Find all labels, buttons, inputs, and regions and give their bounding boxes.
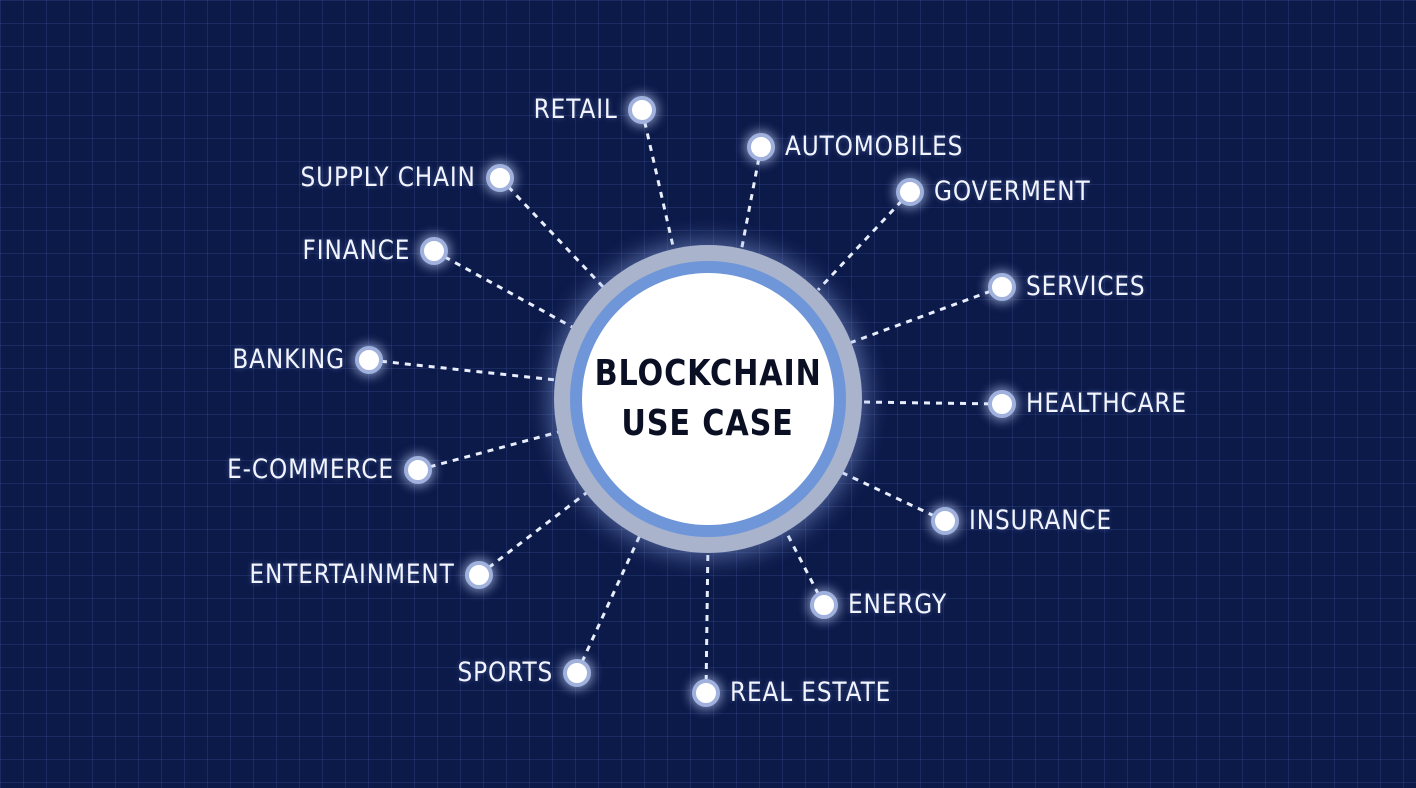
node-dot-supply-chain [486,164,514,192]
node-dot-real-estate [692,679,720,707]
node-dot-insurance [931,507,959,535]
connector-e-commerce [417,428,567,472]
node-label-banking: BANKING [232,344,345,375]
connector-insurance [827,464,946,523]
node-dot-sports [563,659,591,687]
connector-sports [575,521,648,674]
connector-finance [433,249,575,330]
connector-automobiles [736,146,763,269]
connector-retail [640,109,680,269]
hub-circle: BLOCKCHAIN USE CASE [582,273,834,525]
node-label-services: SERVICES [1026,271,1146,302]
connector-services [835,285,1003,350]
node-label-supply-chain: SUPPLY CHAIN [300,162,476,193]
node-label-sports: SPORTS [457,657,553,688]
connector-supply-chain [498,176,608,292]
node-dot-entertainment [465,561,493,589]
node-label-automobiles: AUTOMOBILES [785,131,964,162]
node-dot-retail [628,96,656,124]
node-label-e-commerce: E-COMMERCE [227,454,394,485]
hub-title-line-1: BLOCKCHAIN [594,353,822,394]
node-dot-energy [810,591,838,619]
node-label-retail: RETAIL [533,94,618,125]
node-label-entertainment: ENTERTAINMENT [249,559,455,590]
node-label-goverment: GOVERMENT [934,176,1091,207]
connector-entertainment [478,482,599,577]
node-label-insurance: INSURANCE [969,505,1113,536]
node-dot-services [988,273,1016,301]
node-label-real-estate: REAL ESTATE [730,677,892,708]
node-dot-e-commerce [404,456,432,484]
connector-healthcare [859,400,1003,406]
connector-goverment [816,190,912,292]
node-dot-goverment [896,178,924,206]
node-label-healthcare: HEALTHCARE [1026,388,1187,419]
connector-banking [368,358,557,382]
node-dot-banking [355,346,383,374]
connector-real-estate [704,541,710,694]
hub-title-line-2: USE CASE [621,403,795,444]
node-dot-finance [420,237,448,265]
node-dot-automobiles [747,133,775,161]
node-label-energy: ENERGY [848,589,948,620]
node-label-finance: FINANCE [302,235,410,266]
connector-energy [778,519,826,606]
node-dot-healthcare [988,390,1016,418]
